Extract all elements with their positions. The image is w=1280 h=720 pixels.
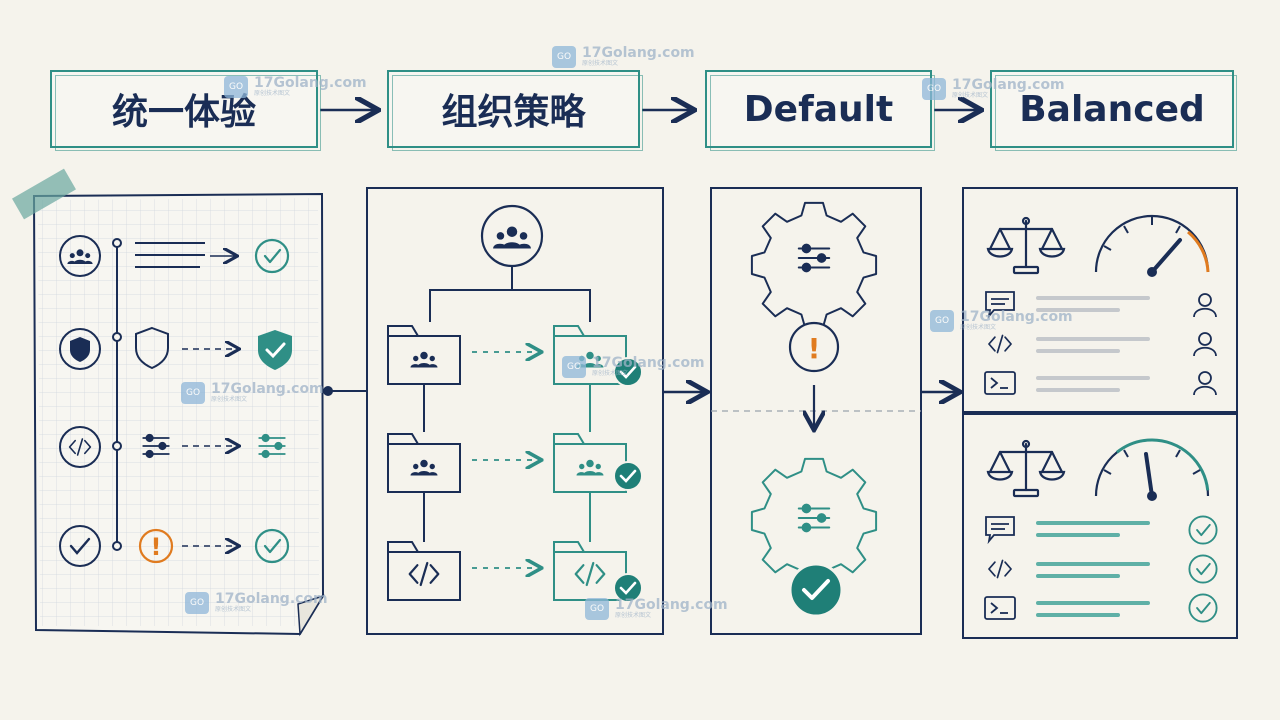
watermark-logo: GO [181,382,205,404]
watermark-logo: GO [922,78,946,100]
scale-icon [986,439,1066,498]
panel-balanced [962,187,1238,639]
terminal-icon [984,596,1016,620]
alert-icon: ! [151,533,162,561]
step-label: Balanced [1019,88,1205,130]
terminal-icon [984,371,1016,395]
shield-icon [70,337,90,362]
scale-icon [986,216,1066,275]
panel-unified-experience: ! [12,168,325,637]
step-default: Default [705,70,935,151]
sliders-icon [797,243,831,273]
check-badge-icon [788,562,844,618]
panel-default: ! [710,187,922,635]
user-icon [1193,332,1217,357]
gauge-icon [1094,214,1210,277]
watermark-logo: GO [224,76,248,98]
step-label: 组织策略 [441,92,586,133]
alert-icon: ! [808,332,821,365]
sliders-icon [797,503,831,533]
step-label: 统一体验 [111,92,256,133]
watermark-logo: GO [585,598,609,620]
step-label: Default [743,88,894,130]
watermark-logo: GO [930,310,954,332]
tape [12,168,76,220]
check-icon [69,537,91,555]
watermark-logo: GO [552,46,576,68]
check-badge-icon [613,357,643,603]
step-org-policy: 组织策略 [387,70,643,151]
watermark-logo: GO [185,592,209,614]
check-icon [1188,593,1218,623]
shield-icon [135,326,169,370]
gauge-icon [1094,438,1210,501]
code-icon [988,559,1012,579]
panel-org-policy [366,187,664,635]
user-icon [1193,371,1217,396]
sliders-icon [258,433,286,459]
user-icon [1193,293,1217,318]
chat-icon [985,516,1015,542]
watermark-logo: GO [562,356,586,378]
shield-check-icon [258,330,292,370]
check-icon [1188,515,1218,545]
step-unified-experience: 统一体验 [50,70,321,151]
check-icon [1188,554,1218,584]
step-balanced: Balanced [990,70,1237,151]
gear-icon [750,201,878,329]
code-icon [988,334,1012,354]
sliders-icon [142,433,170,459]
